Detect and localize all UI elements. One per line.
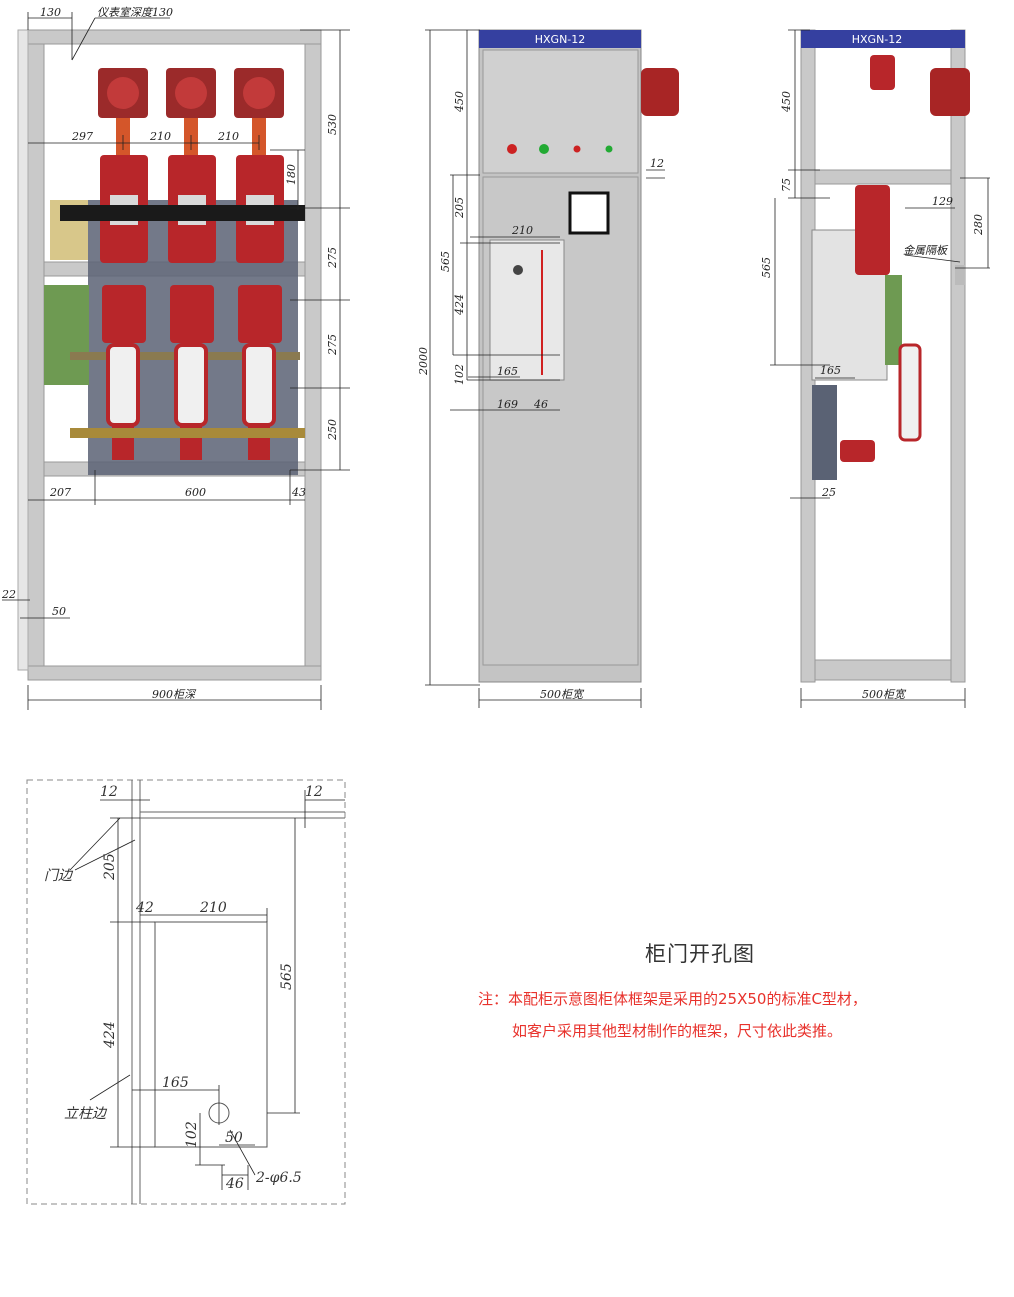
- side-earth-switch: [840, 440, 875, 462]
- cutout-dim-205: 205: [102, 853, 118, 881]
- side-dim-width: 500柜宽: [862, 688, 907, 701]
- front-view: 130 仪表室深度130 297 210 210 530 180 275 275…: [1, 6, 350, 710]
- side-header-label: HXGN-12: [852, 33, 903, 46]
- side-dim-129: 129: [932, 195, 953, 208]
- cutout-dim-424: 424: [102, 1021, 118, 1049]
- side-beam-upper: [814, 169, 952, 185]
- cutout-dim-42: 42: [135, 900, 154, 916]
- cutout-rect: [154, 921, 268, 1148]
- door-dim-46: 46: [533, 398, 548, 411]
- dim-297: 297: [71, 130, 93, 143]
- side-dim-25: 25: [821, 486, 836, 499]
- indicator-green-small: [605, 145, 613, 153]
- door-view: HXGN-12 450 12 205 210 565 424 2000: [417, 29, 679, 708]
- mimic-panel: [489, 239, 565, 381]
- door-dim-width: 500柜宽: [540, 688, 585, 701]
- cutout-dim-50: 50: [225, 1130, 243, 1146]
- dim-130: 130: [40, 6, 61, 19]
- cutout-post-edge: 立柱边: [64, 1106, 108, 1122]
- door-dim-165: 165: [497, 365, 518, 378]
- dim-180: 180: [285, 164, 298, 185]
- side-rear-bushing: [930, 68, 970, 116]
- cutout-outline: [26, 779, 346, 1205]
- side-bushing: [641, 68, 679, 116]
- side-beam-bottom: [814, 659, 952, 681]
- cutout-dim-46: 46: [225, 1176, 244, 1192]
- door-dim-450: 450: [453, 91, 466, 113]
- dim-900-depth: 900柜深: [152, 688, 197, 701]
- indicator-red-small: [573, 145, 581, 153]
- side-header-bar: [801, 30, 965, 48]
- cutout-holes: 2-φ6.5: [255, 1170, 302, 1186]
- side-support: [812, 385, 837, 480]
- cutout-dim-102: 102: [184, 1121, 200, 1148]
- dim-275b: 275: [326, 334, 339, 356]
- side-metal-plate: 金属隔板: [903, 244, 949, 257]
- cutout-view: 12 12 门边 205 42 210 565 424 立柱边 165 102 …: [26, 779, 346, 1205]
- indicator-green: [539, 144, 549, 154]
- note-line-1: 注：本配柜示意图柜体框架是采用的25X50的标准C型材，: [478, 990, 867, 1008]
- dim-210a: 210: [149, 130, 171, 143]
- door-dim-12: 12: [650, 157, 664, 170]
- front-dim-lines: [2, 12, 350, 710]
- dim-207: 207: [49, 486, 71, 499]
- dim-50: 50: [52, 605, 66, 618]
- side-post-right: [950, 29, 966, 683]
- instrument-door: [482, 49, 639, 174]
- dim-210b: 210: [217, 130, 239, 143]
- dim-530: 530: [326, 114, 339, 135]
- viewing-window: [568, 191, 610, 235]
- dim-250: 250: [326, 419, 339, 441]
- indicator-red: [507, 144, 517, 154]
- frame-post-left: [27, 29, 45, 681]
- door-dim-205: 205: [453, 197, 466, 219]
- cutout-door-edge: 门边: [44, 868, 74, 884]
- dim-275a: 275: [326, 247, 339, 269]
- side-insulator: [855, 185, 890, 275]
- earthing-shaft: [70, 428, 305, 438]
- cutout-dim-165: 165: [162, 1075, 189, 1091]
- dim-22: 22: [1, 588, 16, 601]
- header-bar: [479, 30, 641, 48]
- side-dim-280: 280: [972, 214, 985, 236]
- selector-knob: [513, 265, 523, 275]
- fuses: [106, 343, 276, 460]
- side-top-bushing: [870, 55, 895, 90]
- instrument-wall: [17, 29, 29, 671]
- door-dim-2000: 2000: [417, 347, 430, 376]
- cutout-dim-210: 210: [199, 900, 227, 916]
- door-dim-169: 169: [497, 398, 518, 411]
- header-label: HXGN-12: [535, 33, 586, 46]
- operating-shaft: [60, 205, 305, 221]
- door-dim-lines: [425, 29, 665, 708]
- side-dim-450: 450: [780, 91, 793, 113]
- frame-bottom: [27, 665, 322, 681]
- insulators-lower: [102, 285, 282, 343]
- cutout-dim-lines: [69, 790, 345, 1190]
- dim-43: 43: [291, 486, 306, 499]
- dim-600: 600: [185, 486, 206, 499]
- cutout-dim-12b: 12: [305, 784, 323, 800]
- frame-post-right: [304, 29, 322, 681]
- door-dim-102: 102: [453, 364, 466, 385]
- cutout-caption-title: 柜门开孔图: [645, 942, 755, 966]
- top-bushings: [98, 68, 284, 158]
- door-dim-565: 565: [439, 251, 452, 272]
- side-fuse: [898, 343, 922, 442]
- door-dim-424: 424: [453, 294, 466, 316]
- side-dim-165: 165: [820, 364, 841, 377]
- mechanism-box: [44, 285, 89, 385]
- side-dim-lines: [770, 29, 990, 708]
- side-dim-75: 75: [780, 178, 793, 192]
- metal-partition: [955, 265, 965, 285]
- side-dim-565: 565: [760, 257, 773, 278]
- note-line-2: 如客户采用其他型材制作的框架，尺寸依此类推。: [512, 1022, 843, 1040]
- side-view: HXGN-12 450 75 129 280 金属隔板 565 165 25: [760, 29, 990, 708]
- cutout-dim-565: 565: [279, 963, 295, 990]
- door-dim-210: 210: [511, 224, 533, 237]
- side-mechanism: [885, 275, 902, 365]
- cutout-dim-12a: 12: [100, 784, 118, 800]
- dim-depth-note: 仪表室深度130: [97, 6, 173, 19]
